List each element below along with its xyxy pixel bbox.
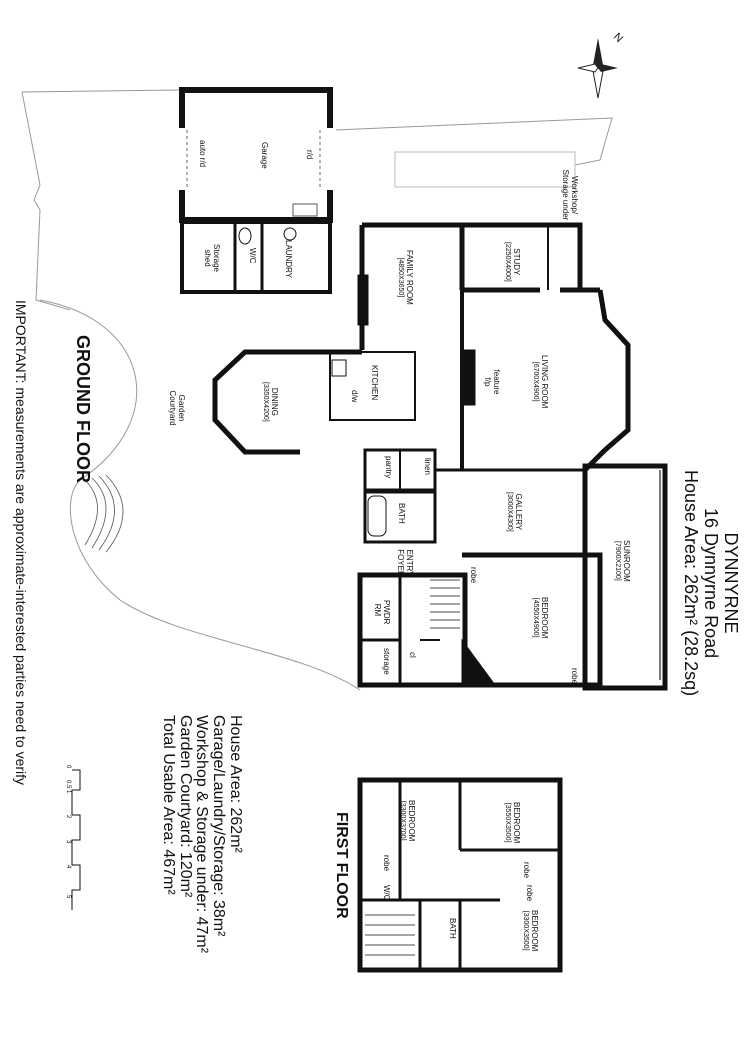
laundry-label: LAUNDRY xyxy=(284,240,293,279)
bedroom-label: BEDROOM[4550X4900] xyxy=(532,597,549,639)
area-list: House Area: 262m² Garage/Laundry/Storage… xyxy=(159,715,244,954)
first-floor-title: FIRST FLOOR xyxy=(333,812,350,919)
area-garage: Garage/Laundry/Storage: 38m² xyxy=(210,715,228,937)
scale-tick: 4 xyxy=(65,865,71,869)
garden-courtyard-label: Garden Courtyard xyxy=(168,390,186,426)
first-robe-label: robe xyxy=(382,855,391,872)
dining-label: DINING[3350X4200] xyxy=(262,382,279,422)
robe-label: robe xyxy=(469,567,478,584)
scale-tick: 2 xyxy=(65,815,71,819)
compass-rose xyxy=(577,38,618,99)
study-label: STUDY[2250X4000] xyxy=(504,242,521,282)
kitchen-label: KITCHEN xyxy=(370,365,379,401)
wc-label: W/C xyxy=(248,248,257,264)
feature-fireplace-label: feature f/p xyxy=(483,369,501,395)
workshop-outline xyxy=(394,151,576,188)
first-wc-label: W/C xyxy=(382,885,391,901)
workshop-label: Workshop/ Storage under xyxy=(561,169,579,221)
first-floor-walls xyxy=(357,777,563,973)
scale-bar xyxy=(71,769,81,910)
family-room-label: FAMILY ROOM[4850X3650] xyxy=(397,250,414,305)
scale-tick: 5 xyxy=(65,895,71,899)
powder-room-label: PWDR RM xyxy=(373,600,391,625)
scale-tick: 0.5 xyxy=(65,780,71,789)
area-total: Total Usable Area: 467m² xyxy=(159,715,177,895)
garden-courtyard-outline xyxy=(39,299,361,691)
property-address: 16 Dynnyrne Road xyxy=(701,508,722,659)
disclaimer: IMPORTANT: measurements are approximate-… xyxy=(13,300,29,786)
scale-tick: 3 xyxy=(65,840,71,844)
scale-tick: 1 xyxy=(65,790,71,794)
utility-walls xyxy=(180,220,332,294)
first-robe-label-2: robe xyxy=(522,862,531,879)
first-bedroom-1-label: BEDROOM[3300X3700] xyxy=(399,800,416,842)
first-bath-label: BATH xyxy=(448,918,457,939)
scale-tick: 0 xyxy=(65,765,71,769)
gallery-label: GALLERY[3000X4300] xyxy=(506,492,523,532)
bath-label: BATH xyxy=(397,503,406,524)
linen-label: linen xyxy=(423,458,432,475)
area-workshop: Workshop & Storage under: 47m² xyxy=(193,715,211,954)
closet-label: cl xyxy=(408,652,417,658)
first-bedroom-2-label: BEDROOM[3550X3500] xyxy=(504,802,521,844)
auto-roller-door-label: auto r/d xyxy=(198,140,207,168)
site-boundary xyxy=(21,89,613,311)
ground-floor-walls xyxy=(212,222,668,691)
area-garden: Garden Courtyard: 120m² xyxy=(176,715,194,898)
house-area-title: House Area: 262m² (28.2sq) xyxy=(681,470,702,697)
living-room-label: LIVING ROOM[6700X4900] xyxy=(532,355,549,409)
first-robe-label-3: robe xyxy=(525,885,534,902)
pantry-label: pantry xyxy=(384,456,393,479)
header-block: DYNNYRNE 16 Dynnyrne Road House Area: 26… xyxy=(681,470,741,697)
roller-door-label: r/d xyxy=(305,150,314,160)
dishwasher-label: d/w xyxy=(350,390,359,403)
property-name: DYNNYRNE xyxy=(721,532,741,634)
garage-label: Garage xyxy=(260,142,269,169)
entry-foyer-label: ENTRY FOYER xyxy=(396,549,414,577)
sunroom-label: SUNROOM[7900X2100] xyxy=(614,540,631,582)
courtyard-steps xyxy=(84,474,124,553)
storage-label: storage xyxy=(382,648,391,675)
area-house: House Area: 262m² xyxy=(227,715,244,853)
first-bedroom-3-label: BEDROOM[3300X3500] xyxy=(522,910,539,952)
robe-label-2: robe xyxy=(570,668,579,685)
storage-shed-label: Storage shed xyxy=(203,243,221,273)
ground-floor-title: GROUND FLOOR xyxy=(73,335,93,483)
